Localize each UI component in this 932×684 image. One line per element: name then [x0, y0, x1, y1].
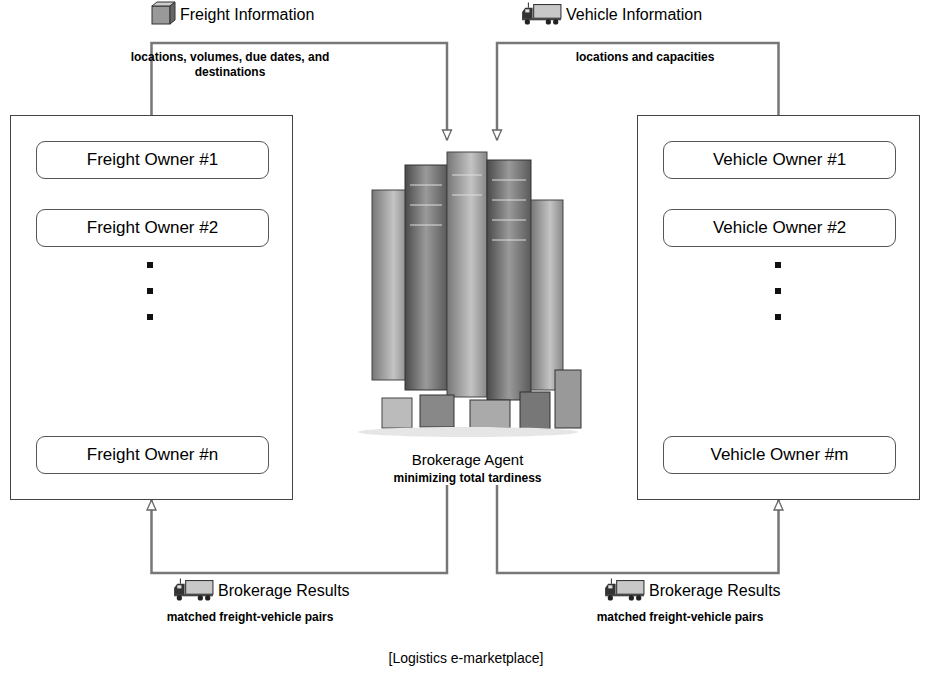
owner-box: Vehicle Owner #m	[663, 436, 896, 474]
truck-icon	[174, 578, 213, 600]
flow-arrow	[152, 485, 448, 573]
node-subtitle: minimizing total tardiness	[393, 471, 541, 485]
truck-icon	[605, 578, 644, 600]
group-panel: Freight Owner #1 Freight Owner #2 Freight …	[10, 115, 293, 500]
agent-node: Brokerage Agent minimizing total tardines…	[340, 140, 595, 485]
flow-label: Freight Information	[180, 6, 314, 24]
flow-label: Vehicle Information	[566, 6, 702, 24]
flow-description: locations, volumes, due dates, and desti…	[125, 50, 335, 80]
owner-box: Freight Owner #2	[36, 209, 269, 247]
flow-description: matched freight-vehicle pairs	[575, 610, 785, 625]
flow-description: locations and capacities	[560, 50, 730, 65]
truck-icon	[522, 2, 561, 24]
node-title: Freight Owner #2	[87, 218, 218, 238]
node-title: Brokerage Agent	[412, 451, 524, 468]
owner-box: Vehicle Owner #1	[663, 141, 896, 179]
node-title: Vehicle Owner #1	[713, 150, 846, 170]
flow-label: Brokerage Results	[649, 582, 781, 600]
caption: [Logistics e-marketplace]	[0, 650, 932, 666]
owner-box: Freight Owner #1	[36, 141, 269, 179]
node-title: Freight Owner #n	[87, 445, 218, 465]
node-title: Vehicle Owner #m	[711, 445, 849, 465]
node-title: Freight Owner #1	[87, 150, 218, 170]
flow-label: Brokerage Results	[218, 582, 350, 600]
owner-box: Vehicle Owner #2	[663, 209, 896, 247]
group-panel: Vehicle Owner #1 Vehicle Owner #2 Vehicle …	[637, 115, 920, 500]
flow-description: matched freight-vehicle pairs	[145, 610, 355, 625]
node-title: Vehicle Owner #2	[713, 218, 846, 238]
owner-box: Freight Owner #n	[36, 436, 269, 474]
server-illustration	[358, 152, 581, 437]
freight-icon	[152, 2, 175, 24]
